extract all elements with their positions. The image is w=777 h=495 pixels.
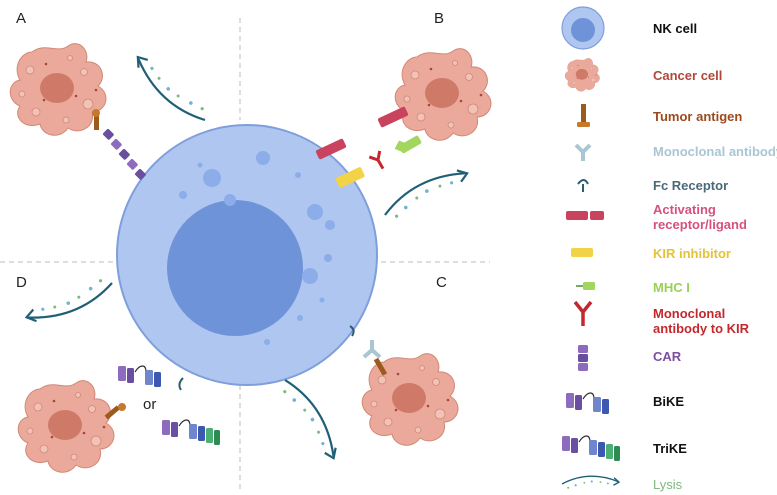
legend-icon-fc-receptor [577, 179, 589, 192]
legend-label-kir-inhibitor: KIR inhibitor [653, 246, 731, 261]
legend-icon-cancer-cell [564, 58, 600, 92]
legend-label-monoclonal-antibody: Monoclonal antibody [653, 144, 777, 159]
legend-icon-car [578, 345, 588, 371]
car-receptor-a [102, 128, 114, 140]
activating-ligand-b [377, 106, 409, 128]
legend-icon-nk-cell [561, 6, 605, 50]
fc-receptor-c [349, 325, 355, 337]
cancer-cell-c [361, 353, 459, 446]
legend-icon-monoclonal-antibody [574, 143, 592, 161]
legend-icon-activating-receptor [566, 211, 604, 220]
legend-icon-mhc [576, 282, 595, 290]
lysis-arrow-c [277, 372, 343, 465]
or-label: or [143, 396, 157, 413]
legend-label-cancer-cell: Cancer cell [653, 68, 723, 83]
legend-label-nk-cell: NK cell [653, 21, 698, 36]
monoclonal-antibody-c [362, 340, 382, 359]
trike-d [161, 419, 220, 445]
cancer-cell-a [9, 43, 107, 136]
panel-label-c: C [436, 274, 447, 291]
legend-label-trike: TriKE [653, 441, 687, 456]
legend-label-fc-receptor: Fc Receptor [653, 178, 729, 193]
legend-icon-kir-inhibitor [571, 248, 593, 257]
lysis-arrow-b [378, 163, 473, 223]
bike-d [117, 365, 162, 388]
legend-label-car: CAR [653, 349, 682, 364]
activating-receptor-b [315, 138, 347, 160]
legend-label-bike: BiKE [653, 394, 685, 409]
cancer-cell-b [394, 48, 492, 141]
legend-icon-trike [561, 435, 620, 461]
tumor-antigen-d [104, 405, 121, 420]
lysis-arrow-a [129, 48, 212, 130]
legend-icon-bike [565, 392, 610, 415]
anti-kir-antibody-b [368, 150, 385, 170]
legend-icon-lysis [561, 475, 620, 490]
panel-label-d: D [16, 274, 27, 291]
legend-label-anti-kir: Monoclonal antibody to KIR [653, 306, 750, 336]
tumor-antigen-a [94, 114, 99, 130]
panel-label-b: B [434, 10, 445, 27]
cancer-cell-d [17, 380, 115, 473]
lysis-arrow-d [21, 274, 118, 328]
legend-label-lysis: Lysis [653, 477, 683, 492]
tumor-antigen-c [373, 357, 388, 376]
nk-cell [116, 124, 378, 386]
legend-label-mhc: MHC I [653, 280, 690, 295]
legend-icon-anti-kir [573, 300, 593, 326]
kir-inhibitor-b [335, 167, 365, 188]
panel-label-a: A [16, 10, 27, 27]
legend-label-activating-receptor: Activating receptor/ligand [653, 202, 747, 232]
legend-icon-tumor-antigen [577, 104, 590, 127]
fc-receptor-d [178, 377, 184, 391]
legend-label-tumor-antigen: Tumor antigen [653, 109, 743, 124]
